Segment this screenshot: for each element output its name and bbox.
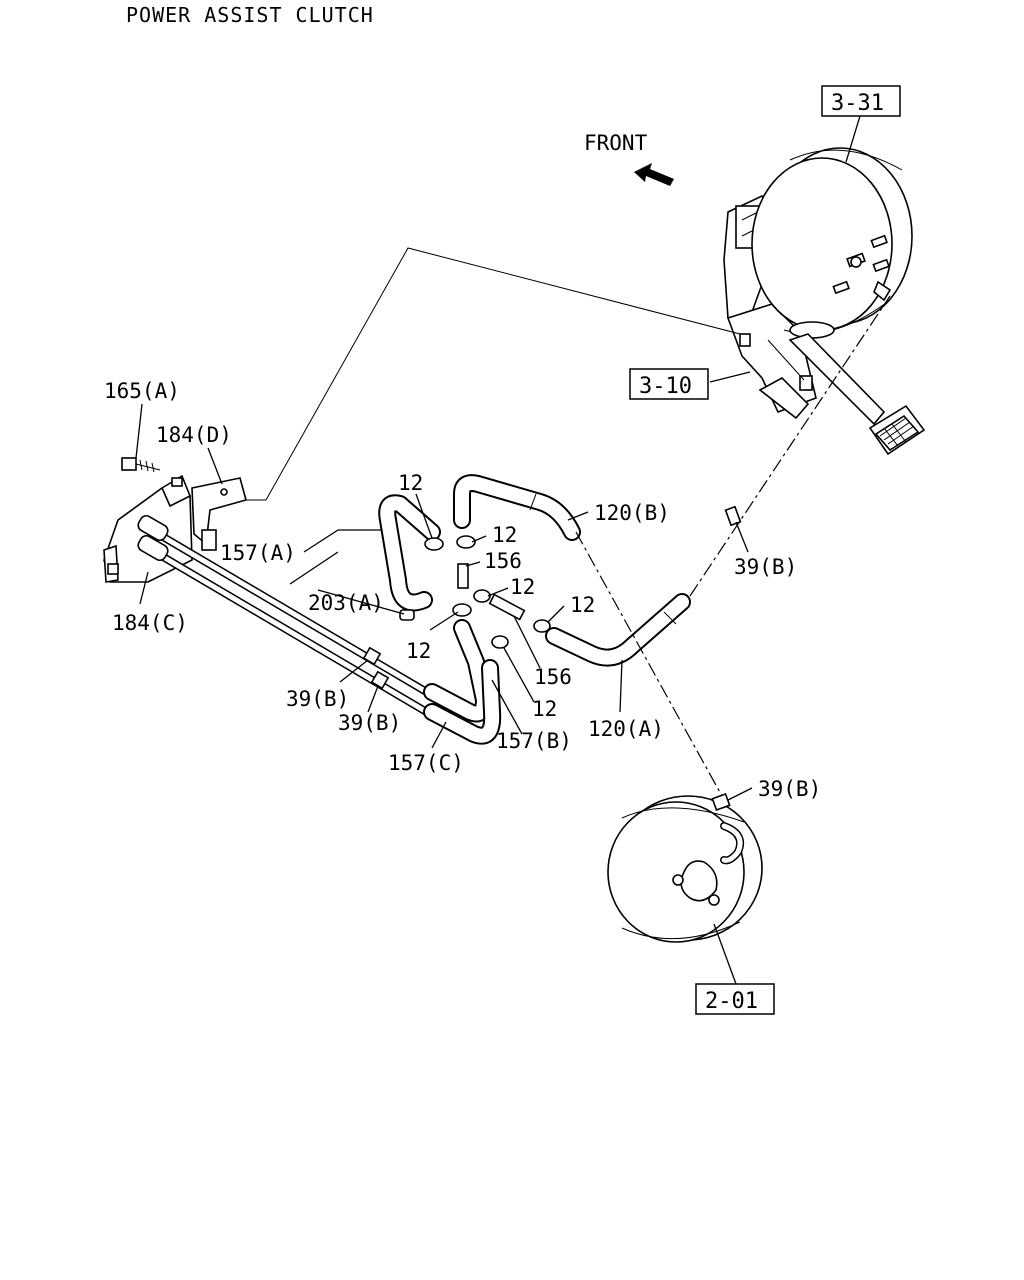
callout-12-f: 12 [532,697,557,721]
ref-box-2-01[interactable]: 2-01 [695,983,775,1015]
clutch-booster-assembly [723,147,926,456]
callout-120b: 120(B) [594,501,670,525]
front-arrow-icon [634,163,674,186]
callout-156-a: 156 [484,549,522,573]
front-label: FRONT [584,131,648,155]
callout-203a: 203(A) [308,591,384,615]
callout-165a: 165(A) [104,379,180,403]
center-lines [246,247,891,797]
ref-3-10-label: 3-10 [639,374,692,399]
diagram-title: POWER ASSIST CLUTCH [126,3,374,27]
callout-39b-bottom: 39(B) [758,777,821,801]
ref-box-3-31[interactable]: 3-31 [821,85,901,117]
callout-184c: 184(C) [112,611,188,635]
hose-network [137,474,742,812]
callout-39b-right: 39(B) [734,555,797,579]
callout-39b-left-lower: 39(B) [338,711,401,735]
leader-lines [135,115,861,985]
callout-156-b: 156 [534,665,572,689]
ref-box-3-10[interactable]: 3-10 [629,368,709,400]
callout-157c: 157(C) [388,751,464,775]
ref-3-31-label: 3-31 [831,91,884,116]
callout-157a: 157(A) [220,541,296,565]
callout-120a: 120(A) [588,717,664,741]
callout-12-a: 12 [398,471,423,495]
callout-39b-left-upper: 39(B) [286,687,349,711]
callout-157b: 157(B) [496,729,572,753]
clutch-slave-booster [607,795,763,943]
callout-12-d: 12 [570,593,595,617]
callout-12-b: 12 [492,523,517,547]
callout-12-e: 12 [406,639,431,663]
callout-184d: 184(D) [156,423,232,447]
ref-2-01-label: 2-01 [705,989,758,1014]
callout-12-c: 12 [510,575,535,599]
